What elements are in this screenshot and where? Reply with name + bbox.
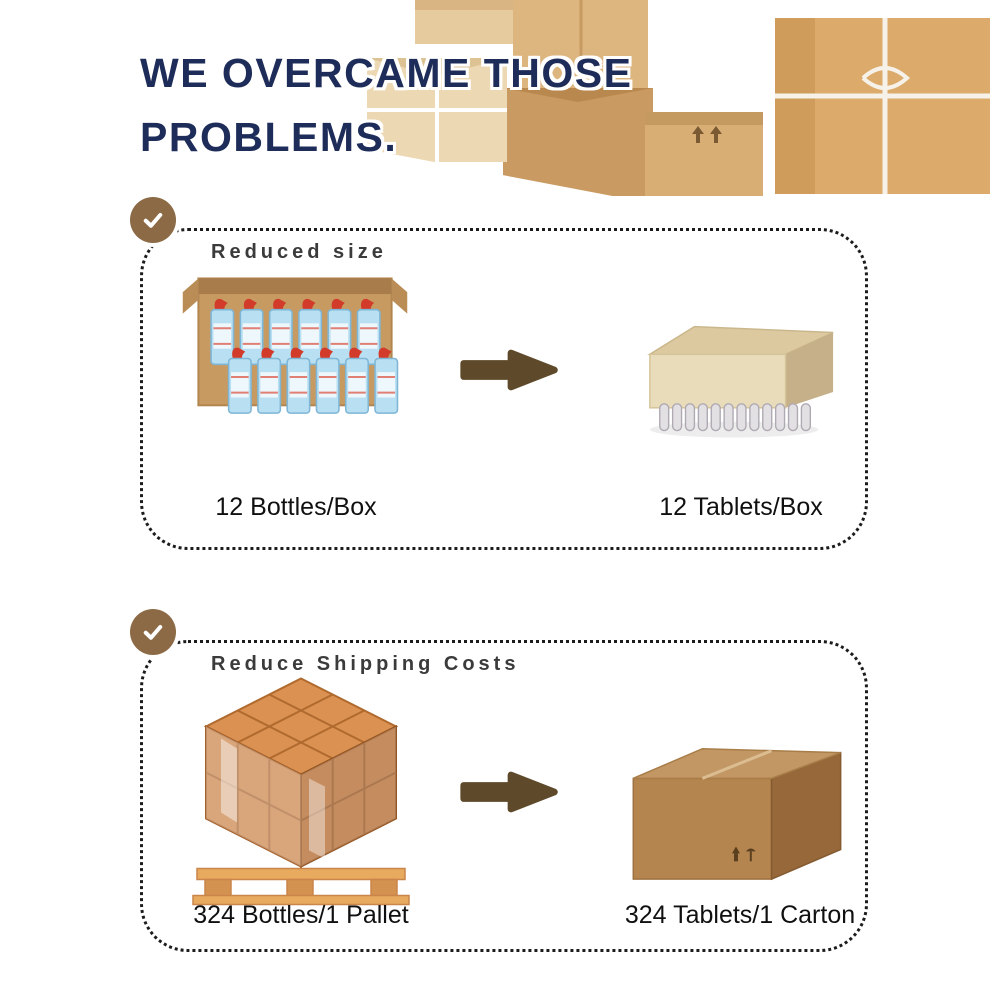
section-label: Reduced size [203, 241, 395, 264]
arrow-right-icon [458, 343, 562, 397]
arrow-right-icon [458, 765, 562, 819]
tablet-strip [649, 403, 819, 438]
checkmark-icon [130, 609, 176, 655]
wooden-pallet [192, 867, 410, 906]
page-title-line1: WE OVERCAME THOSE [140, 50, 633, 96]
tablets-box-illustration [635, 311, 843, 463]
bottles-box-illustration [173, 269, 417, 487]
section-reduce-shipping-costs: Reduce Shipping Costs [140, 640, 868, 952]
checkmark-icon [130, 197, 176, 243]
carton-illustration [621, 727, 849, 885]
page-title-line2: PROBLEMS. [140, 113, 398, 160]
section-reduced-size: Reduced size [140, 228, 868, 550]
cardboard-boxes-photo [345, 0, 1000, 208]
right-caption: 324 Tablets/1 Carton [624, 901, 856, 929]
section-label: Reduce Shipping Costs [203, 653, 528, 676]
page-title: WE OVERCAME THOSE PROBLEMS. [140, 42, 632, 169]
shipping-marks-icon [692, 126, 722, 143]
shipping-marks-icon [732, 846, 756, 862]
left-caption: 12 Bottles/Box [215, 493, 377, 521]
pallet-illustration [181, 669, 421, 907]
cardboard-boxes-art [345, 0, 990, 208]
left-caption: 324 Bottles/1 Pallet [193, 901, 409, 929]
right-caption: 12 Tablets/Box [659, 493, 823, 521]
